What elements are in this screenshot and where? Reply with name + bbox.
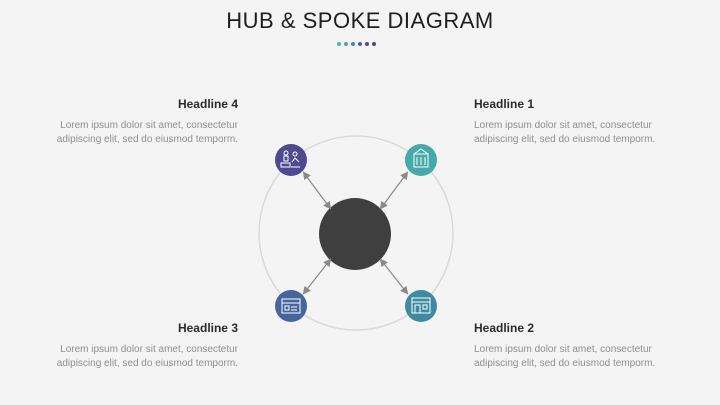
body-text-2: Lorem ipsum dolor sit amet, consectetur … xyxy=(474,343,684,371)
hub-circle xyxy=(319,198,391,270)
body-text-4-line2: adipiscing elit, sed do eiusmod temporm. xyxy=(56,134,238,145)
spoke-node-4 xyxy=(275,144,307,176)
arrow-to-spoke-1 xyxy=(379,171,409,210)
dashboard-icon xyxy=(281,298,301,314)
headline-2: Headline 2 xyxy=(474,321,535,335)
arrow-to-spoke-4 xyxy=(302,171,332,210)
building-icon xyxy=(413,148,429,168)
title-dot-3 xyxy=(351,42,355,46)
title-dot-1 xyxy=(337,42,341,46)
body-text-3: Lorem ipsum dolor sit amet, consectetur … xyxy=(28,343,238,371)
title-dots-decoration xyxy=(337,42,376,48)
arrow-to-spoke-3 xyxy=(302,258,332,295)
headline-4: Headline 4 xyxy=(177,97,238,111)
headline-3: Headline 3 xyxy=(177,321,238,335)
title-dot-2 xyxy=(344,42,348,46)
body-text-3-line2: adipiscing elit, sed do eiusmod temporm. xyxy=(56,358,238,369)
body-text-1: Lorem ipsum dolor sit amet, consectetur … xyxy=(474,119,684,147)
spoke-node-2 xyxy=(405,290,437,322)
storefront-icon xyxy=(411,297,431,314)
body-text-2-line1: Lorem ipsum dolor sit amet, consectetur xyxy=(474,344,652,355)
body-text-1-line1: Lorem ipsum dolor sit amet, consectetur xyxy=(474,120,652,131)
spoke-node-3 xyxy=(275,290,307,322)
page-title: HUB & SPOKE DIAGRAM xyxy=(226,8,494,33)
title-dot-6 xyxy=(372,42,376,46)
spoke-node-1 xyxy=(405,144,437,176)
outer-ring xyxy=(258,135,454,331)
body-text-4-line1: Lorem ipsum dolor sit amet, consectetur xyxy=(60,120,238,131)
headline-1: Headline 1 xyxy=(474,97,535,111)
team-icon xyxy=(280,150,300,168)
body-text-3-line1: Lorem ipsum dolor sit amet, consectetur xyxy=(60,344,238,355)
title-dot-5 xyxy=(365,42,369,46)
body-text-1-line2: adipiscing elit, sed do eiusmod temporm. xyxy=(474,134,656,145)
arrow-to-spoke-2 xyxy=(379,258,409,295)
title-dot-4 xyxy=(358,42,362,46)
body-text-2-line2: adipiscing elit, sed do eiusmod temporm. xyxy=(474,358,656,369)
body-text-4: Lorem ipsum dolor sit amet, consectetur … xyxy=(28,119,238,147)
